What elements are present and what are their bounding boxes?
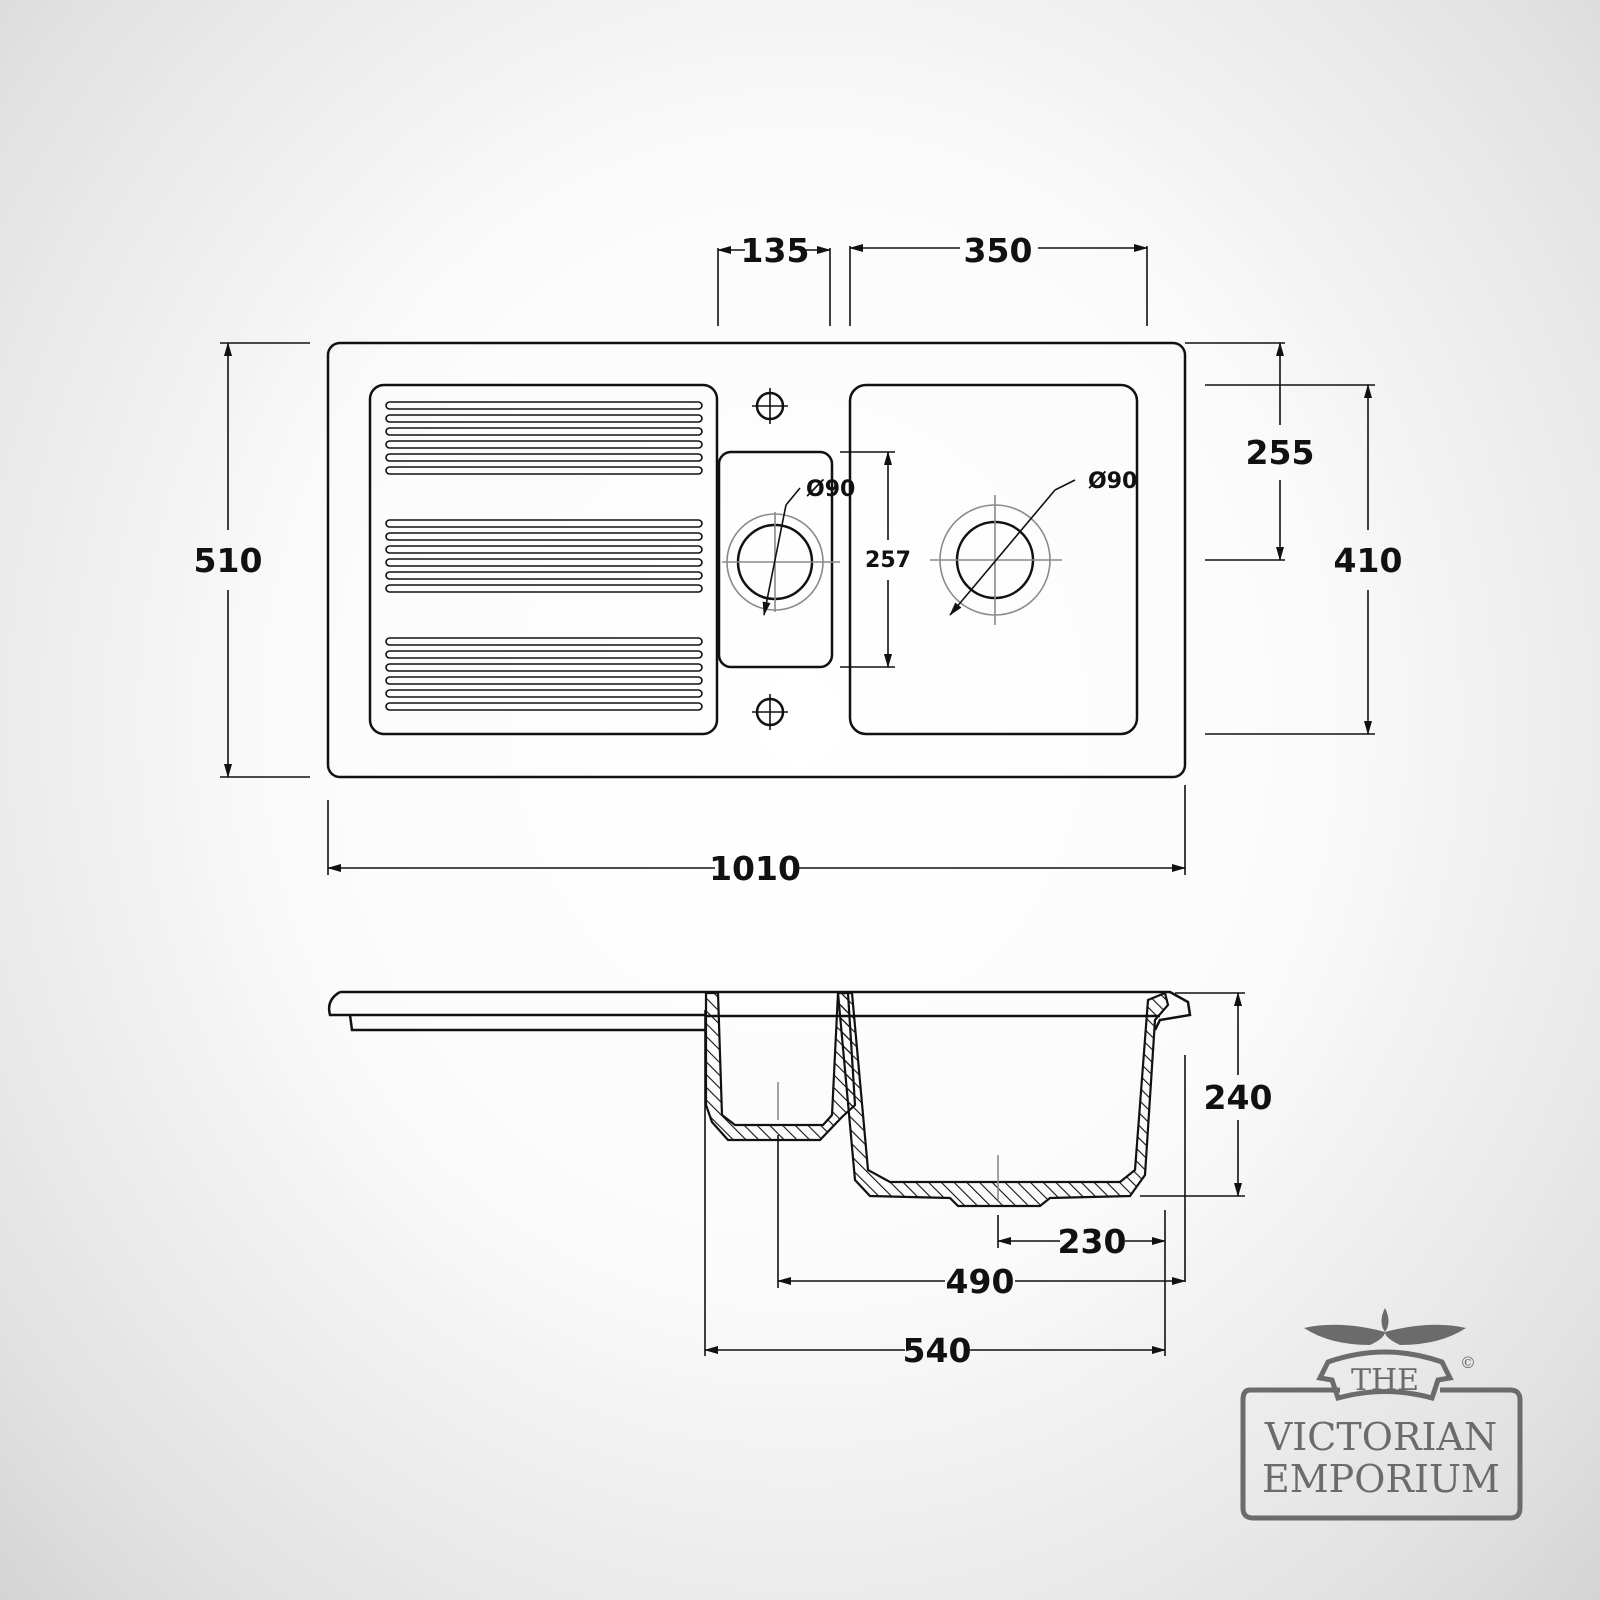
half-bowl [717, 450, 834, 669]
drainer-groove [385, 637, 703, 646]
dim-135: 135 [741, 231, 810, 270]
drainer-groove [385, 453, 703, 462]
top-view: Ø90 Ø90 135 350 510 255 410 257 [194, 231, 1403, 888]
drainer-groove [385, 558, 703, 567]
logo-the: THE [1351, 1363, 1419, 1398]
dim-230: 230 [1058, 1222, 1127, 1261]
drainer-area [368, 383, 719, 736]
label-main-bowl-waste: Ø90 [1088, 469, 1137, 494]
main-bowl [848, 383, 1139, 736]
dim-255: 255 [1246, 433, 1315, 472]
main-bowl-waste [930, 479, 1076, 625]
drainer-groove [385, 414, 703, 423]
drainer-groove [385, 676, 703, 685]
drainer-groove [385, 689, 703, 698]
logo-victorian: VICTORIAN [1264, 1415, 1497, 1459]
drainer-groove [385, 466, 703, 475]
sink-outline [326, 341, 1187, 779]
logo-copyright: © [1460, 1353, 1476, 1372]
dim-1010: 1010 [709, 849, 801, 888]
half-bowl-waste [722, 487, 840, 616]
drainer-groove [385, 650, 703, 659]
dim-540: 540 [903, 1331, 972, 1370]
dim-510: 510 [194, 541, 263, 580]
drainer-grooves [385, 401, 703, 711]
top-deck [340, 990, 1192, 1031]
drainer-groove [385, 440, 703, 449]
tap-hole-top [752, 388, 788, 424]
drainer-groove [385, 519, 703, 528]
drainer-groove [385, 584, 703, 593]
main-bowl-section [836, 991, 1170, 1208]
drainer-groove [385, 427, 703, 436]
label-half-bowl-waste: Ø90 [806, 477, 855, 502]
drainer-groove [385, 663, 703, 672]
tap-hole-bottom [752, 694, 788, 730]
victorian-emporium-logo: THE © VICTORIAN EMPORIUM [1240, 1308, 1523, 1521]
drainer-groove [385, 545, 703, 554]
dim-257: 257 [865, 548, 911, 573]
dim-490: 490 [946, 1262, 1015, 1301]
logo-emporium: EMPORIUM [1262, 1457, 1500, 1501]
drainer-groove [385, 401, 703, 410]
side-section-view: 240 230 490 540 [327, 990, 1273, 1370]
drainer-groove [385, 702, 703, 711]
dim-410: 410 [1334, 541, 1403, 580]
dim-350: 350 [964, 231, 1033, 270]
dim-240: 240 [1204, 1078, 1273, 1117]
drainer-groove [385, 571, 703, 580]
drainer-groove [385, 532, 703, 541]
